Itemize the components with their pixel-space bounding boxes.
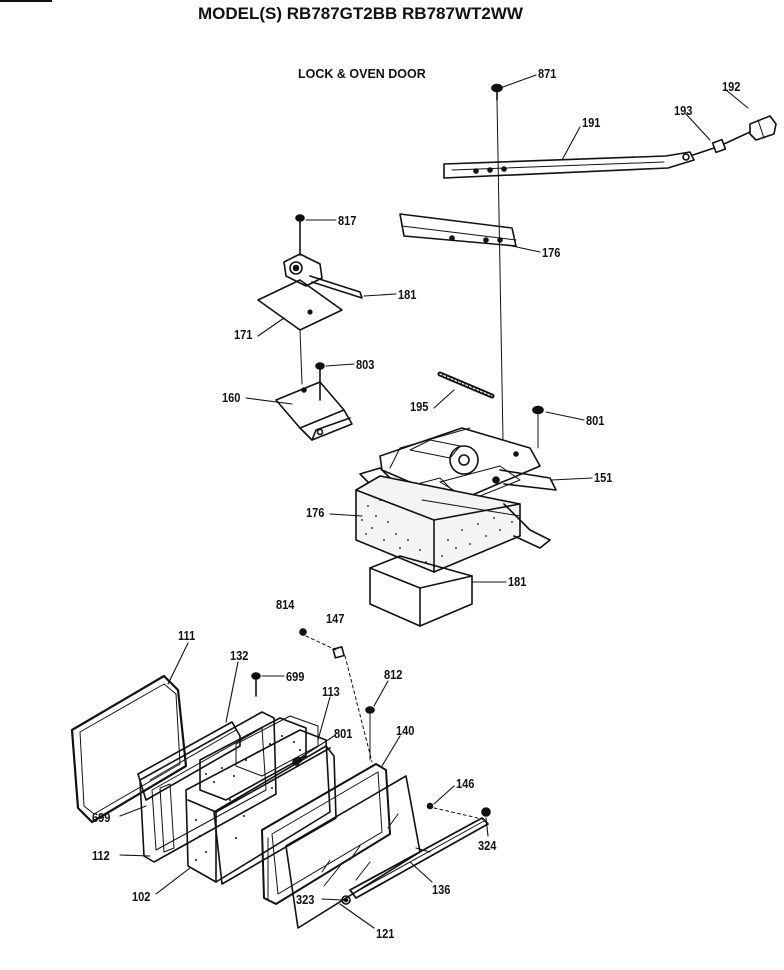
part-label-147: 147: [326, 611, 345, 626]
part-label-112: 112: [92, 848, 110, 863]
part-label-160: 160: [222, 390, 241, 405]
part-label-151: 151: [594, 470, 613, 485]
part-label-181-lower: 181: [508, 574, 527, 589]
insulation-block-176: [355, 475, 551, 573]
part-label-102: 102: [132, 889, 151, 904]
part-label-140: 140: [396, 723, 415, 738]
door-frame-140: [261, 763, 391, 905]
part-label-812: 812: [384, 667, 403, 682]
part-label-111: 111: [178, 628, 196, 643]
insulation-block-181: [369, 555, 473, 627]
page-title: MODEL(S) RB787GT2BB RB787WT2WW: [198, 4, 523, 23]
switch-181: [283, 253, 363, 299]
part-label-323: 323: [296, 892, 315, 907]
part-label-871: 871: [538, 66, 557, 81]
part-label-171: 171: [234, 327, 253, 342]
alignment-line-817: [299, 329, 303, 385]
screw-803: [315, 362, 325, 401]
part-label-132: 132: [230, 648, 249, 663]
screw-801-lower: [293, 756, 303, 764]
screw-871: [491, 83, 503, 101]
part-label-113: 113: [322, 684, 340, 699]
header-rule: [0, 0, 52, 2]
part-label-192: 192: [722, 79, 741, 94]
handle-rod-136: [349, 817, 489, 899]
part-label-146: 146: [456, 776, 475, 791]
screw-146: [426, 802, 434, 810]
clip-147: [332, 646, 345, 659]
part-label-191: 191: [582, 115, 601, 130]
part-label-324: 324: [478, 838, 497, 853]
spring-195: [437, 371, 495, 399]
section-title: LOCK & OVEN DOOR: [298, 67, 426, 81]
part-label-801-upper: 801: [586, 413, 605, 428]
part-label-193: 193: [674, 103, 693, 118]
part-label-801-lower: 801: [334, 726, 353, 741]
part-label-136: 136: [432, 882, 451, 897]
part-label-195: 195: [410, 399, 429, 414]
part-label-121: 121: [376, 926, 395, 941]
screw-817: [295, 214, 305, 256]
link-193: [692, 131, 751, 156]
alignment-line-871: [496, 99, 504, 441]
screw-324: [481, 807, 491, 817]
part-label-176-upper: 176: [542, 245, 561, 260]
alignment-line-814: [305, 635, 337, 651]
part-label-176-lower: 176: [306, 505, 325, 520]
part-label-803: 803: [356, 357, 375, 372]
handle-192: [749, 115, 777, 141]
part-label-817: 817: [338, 213, 357, 228]
insulation-pack-102: [185, 715, 331, 883]
gasket-111: [70, 674, 188, 824]
part-label-181-upper: 181: [398, 287, 417, 302]
part-label-814: 814: [276, 597, 295, 612]
alignment-line-146: [433, 807, 479, 819]
part-label-699-upper: 699: [286, 669, 305, 684]
leader-lines: [119, 74, 749, 929]
screw-699-upper: [251, 672, 261, 697]
part-label-699-lower: 699: [92, 810, 111, 825]
insulator-171: [257, 279, 343, 331]
screw-814: [299, 628, 307, 636]
alignment-line-147: [344, 655, 373, 763]
screw-801-upper: [532, 405, 544, 449]
bracket-176-upper: [399, 213, 517, 247]
lock-rod-191: [443, 151, 695, 179]
bracket-160: [275, 381, 353, 441]
screw-812: [365, 706, 375, 761]
door-liner-132: [137, 721, 241, 801]
